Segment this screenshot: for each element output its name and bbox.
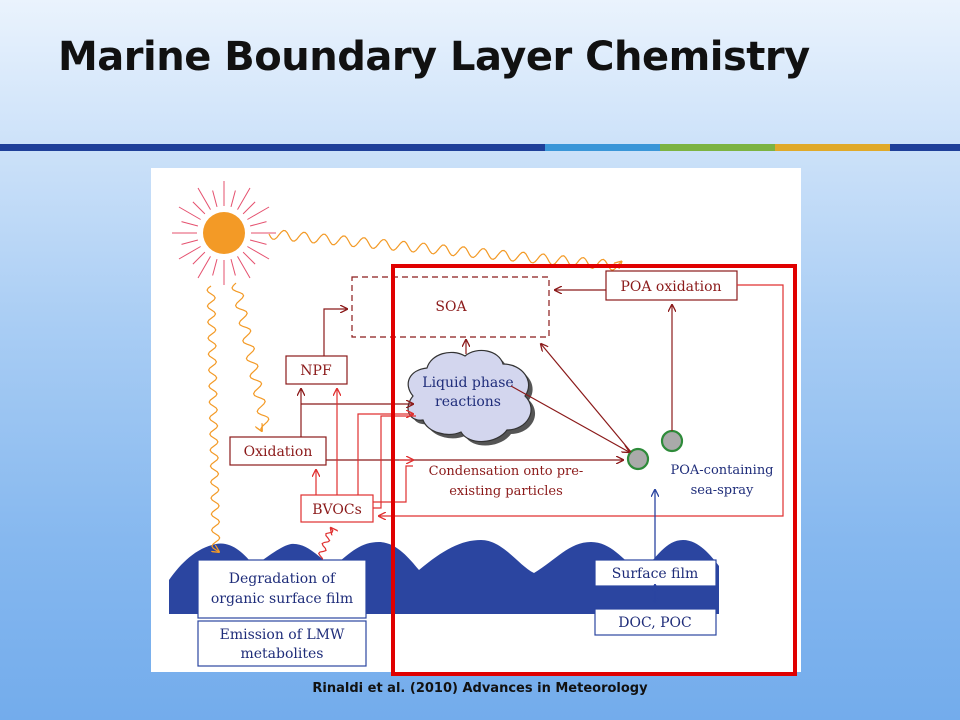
highlight-box [391,264,797,676]
sea-spray-to-bvocs-loop [379,284,784,516]
condensation-label-line1: Condensation onto pre- [429,464,584,479]
sun-ray [230,190,236,208]
sun-ray [247,246,270,260]
sun-ray [249,239,267,245]
condensation-label-line2: existing particles [449,484,563,499]
sun-icon [172,181,276,285]
npf-box [285,355,348,385]
degradation-label-line1: Degradation of [229,571,337,587]
bvocs-to-condensation-arrow [373,415,416,509]
degradation-box [197,559,367,619]
sun-ray [212,258,218,276]
condensation-input-arrow [373,465,413,503]
npf-to-soa-arrow [323,309,347,356]
sun-ray [181,221,199,227]
doc-poc-box [594,608,717,636]
sun-ray [178,246,201,260]
accent-bar-3 [660,144,775,151]
sun-ray [242,201,256,215]
doc-poc-label: DOC, POC [618,615,691,631]
slide-title: Marine Boundary Layer Chemistry [58,34,810,80]
degradation-label-line2: organic surface film [211,591,353,607]
sun-ray [192,251,206,265]
npf-label: NPF [300,363,332,379]
accent-bar-2 [545,144,660,151]
emission-box [197,620,367,667]
figure-caption: Rinaldi et al. (2010) Advances in Meteor… [312,681,648,696]
bvocs-label: BVOCs [312,502,362,518]
oxidation-label: Oxidation [244,444,313,460]
sun-ray [237,256,251,279]
sun-ray [237,187,251,210]
poa-sea-spray-label-line2: sea-spray [691,483,754,498]
accent-bar-4 [775,144,890,151]
liquid-phase-label-line2: reactions [435,394,501,410]
emission-label-line2: metabolites [241,646,324,662]
sun-ray [249,221,267,227]
liquid-phase-cloud [407,349,536,446]
sun-ray [212,190,218,208]
soa-label: SOA [435,299,467,315]
surface-film-label: Surface film [612,566,699,582]
sun-ray [178,206,201,220]
soa-box [351,276,550,338]
oxidation-box [229,436,327,466]
accent-bar-5 [890,144,960,151]
sun-ray [197,256,211,279]
sun-ray [247,206,270,220]
poa-oxidation-box [605,270,738,301]
sun-ray [192,201,206,215]
particle-to-soa-arrow [541,344,632,453]
diagram-svg: SOA POA oxidation NPF Oxidation BVOCs Li… [169,181,784,667]
sunlight-wave-oxidation [231,282,270,431]
sun-ray [181,239,199,245]
bvoc-emission-wave [317,528,333,562]
sun-ray [230,258,236,276]
sunlight-wave-ocean [206,285,220,552]
poa-sea-spray-label-line1: POA-containing [670,463,773,478]
sunlight-wave-top [268,229,621,271]
sun-ray [197,187,211,210]
liquid-phase-label-line1: Liquid phase [422,375,513,391]
accent-bar-1 [0,144,545,151]
poa-oxidation-label: POA oxidation [620,279,721,295]
sea-spray-particle-1 [626,447,650,471]
surface-film-box [594,559,717,587]
diagram-figure: SOA POA oxidation NPF Oxidation BVOCs Li… [151,168,801,672]
emission-label-line1: Emission of LMW [220,627,345,643]
sun-ray [242,251,256,265]
cloud-to-particle-arrow [510,385,629,452]
